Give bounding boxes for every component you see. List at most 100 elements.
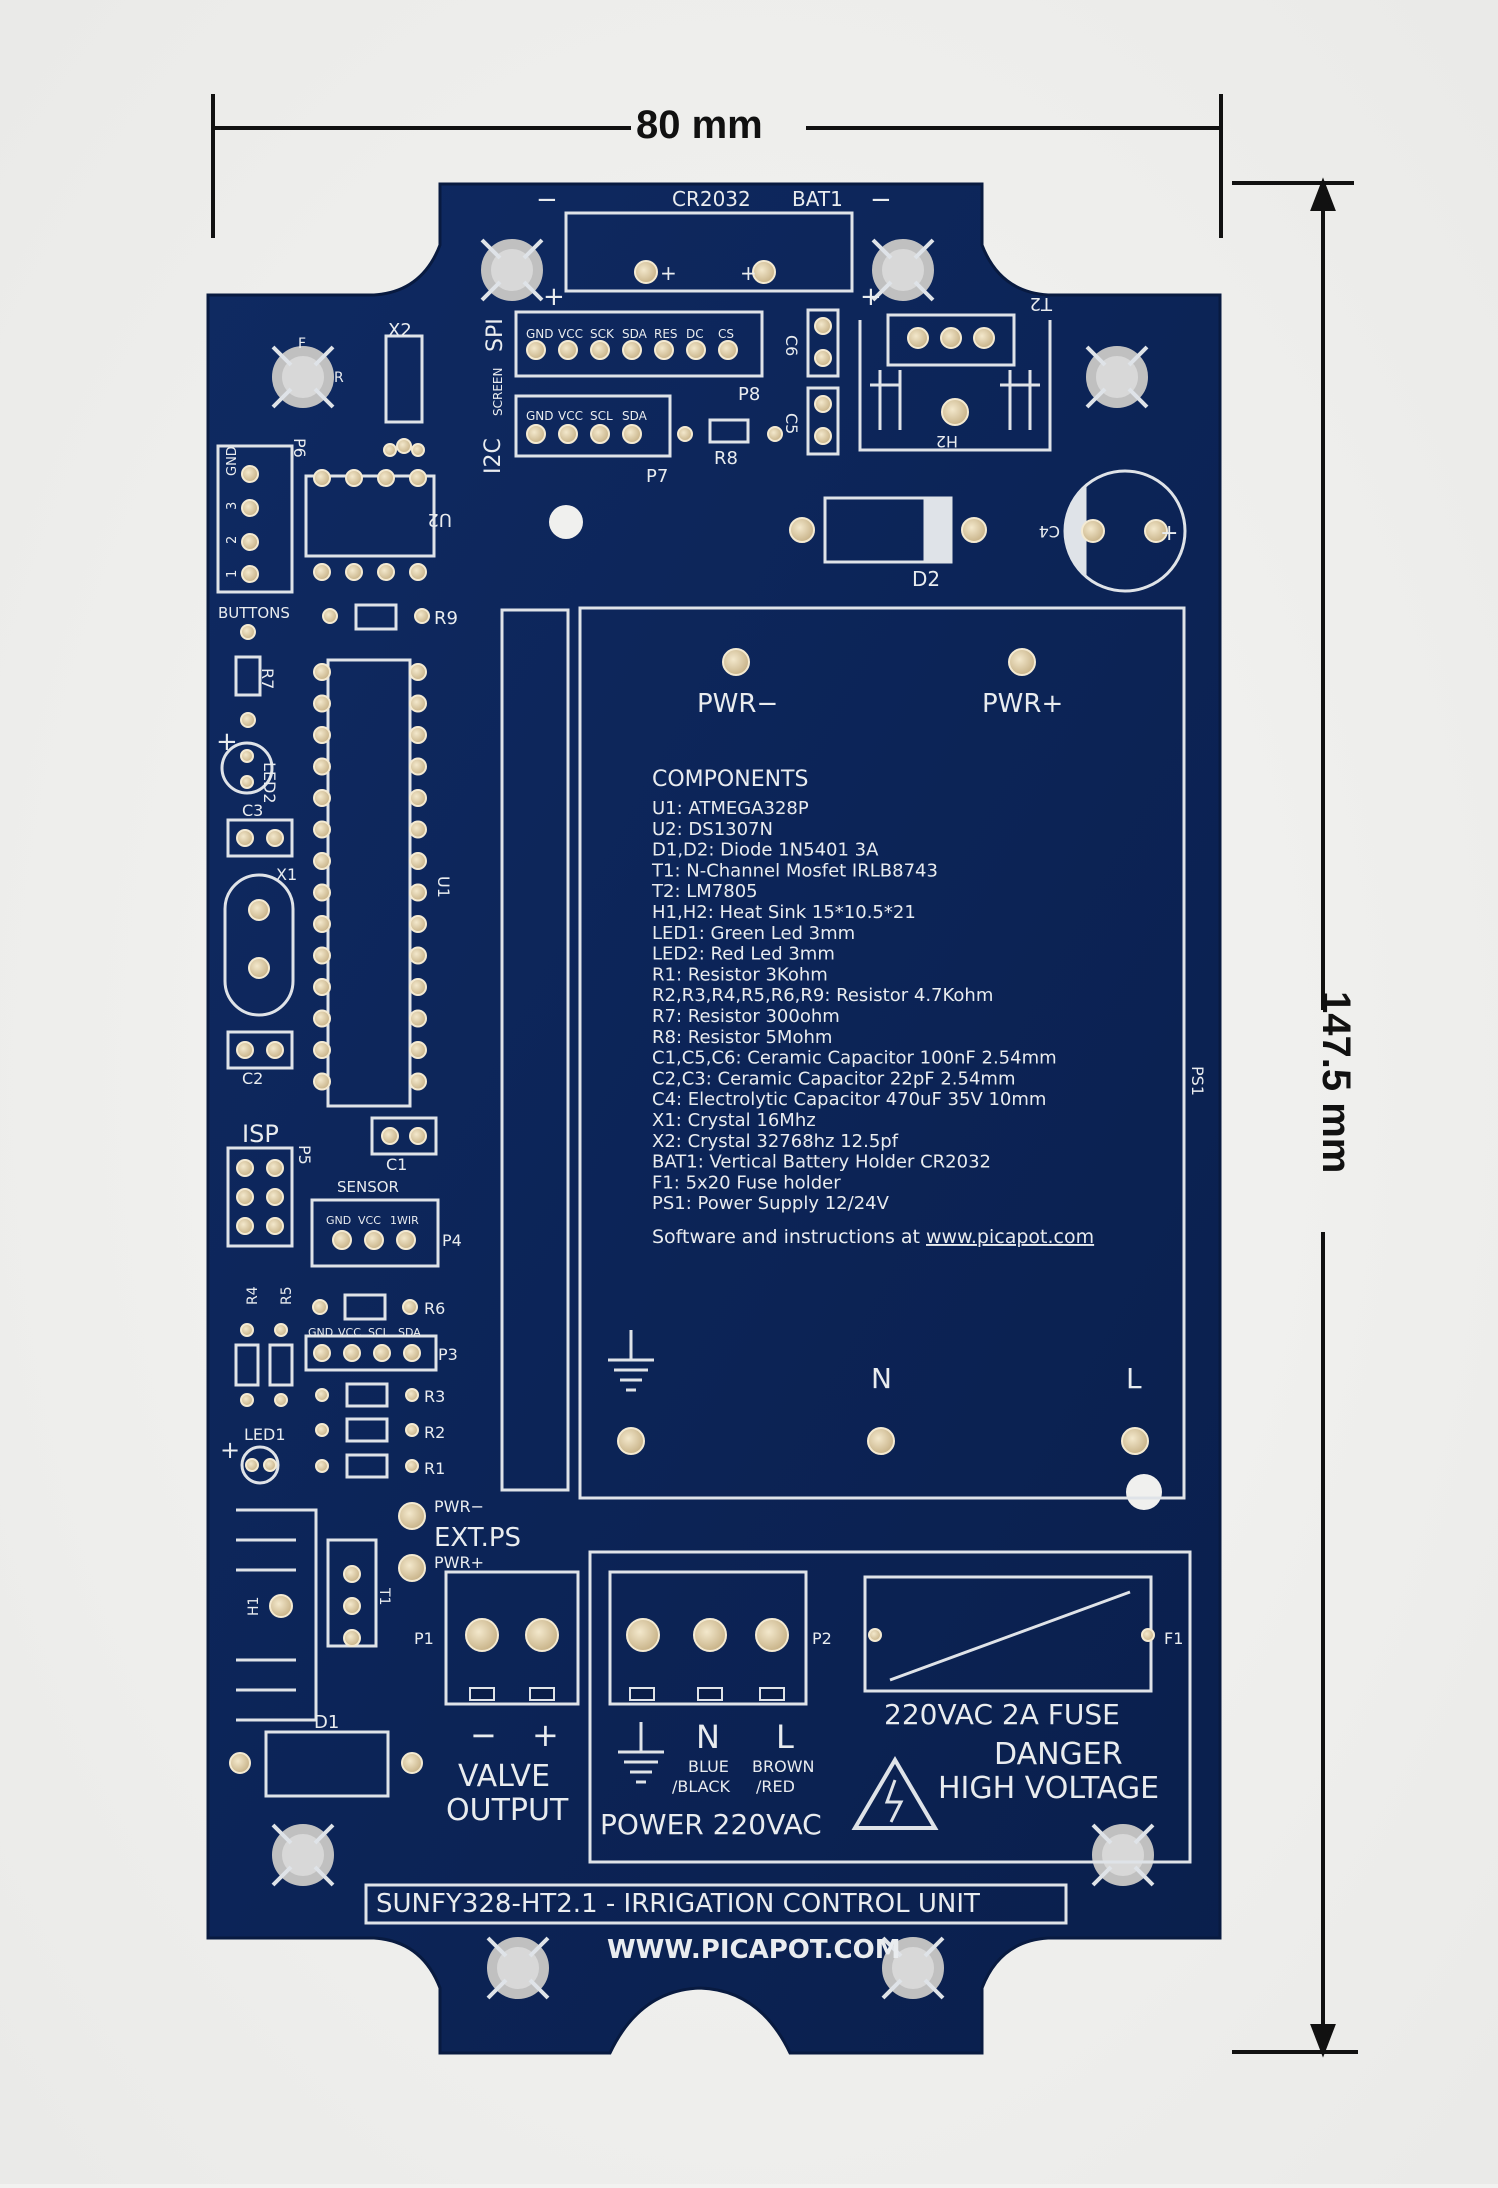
r1-label: R1	[424, 1459, 445, 1478]
u2-outline	[304, 474, 436, 558]
buttons-pin-label: 2	[225, 536, 240, 544]
pad	[266, 829, 284, 847]
spi-pin-label: VCC	[558, 327, 583, 341]
pad	[241, 565, 259, 583]
pad	[409, 1127, 427, 1145]
fuse-label: 220VAC 2A FUSE	[884, 1698, 1120, 1731]
software-line: Software and instructions at www.picapot…	[652, 1226, 1094, 1248]
c1-outline	[370, 1116, 438, 1156]
r6-label: R6	[424, 1299, 445, 1318]
spi-pin-label: GND	[526, 327, 554, 341]
pad	[269, 1594, 293, 1618]
pad	[373, 1344, 391, 1362]
r9-outline	[354, 603, 398, 631]
components-line: PS1: Power Supply 12/24V	[652, 1193, 890, 1214]
c4-plus: +	[1160, 521, 1178, 546]
pad	[266, 1041, 284, 1059]
silkscreen-labels: CR2032 BAT1 − − + + + + T2 H2 C6 C5 R8 P…	[216, 185, 1207, 1965]
r6-outline	[343, 1293, 387, 1321]
pad	[245, 1458, 259, 1472]
u1-pad	[409, 1009, 427, 1028]
pad	[313, 469, 331, 487]
pad	[266, 1217, 284, 1235]
pad	[343, 1597, 361, 1615]
led2-label: LED2	[260, 762, 279, 804]
x2-outline	[384, 334, 424, 424]
sensor-pin-label: GND	[326, 1214, 351, 1227]
p4-label: P4	[442, 1231, 462, 1250]
c5-outline	[806, 386, 840, 456]
components-line: C2,C3: Ceramic Capacitor 22pF 2.54mm	[652, 1068, 1015, 1089]
p8-label: P8	[738, 384, 760, 405]
p3-pin-label: SCL	[368, 1326, 390, 1339]
led1-plus: +	[220, 1436, 240, 1464]
pad	[274, 1323, 288, 1337]
components-line: C4: Electrolytic Capacitor 470uF 35V 10m…	[652, 1089, 1046, 1110]
valve-label-1: VALVE	[458, 1759, 550, 1794]
black-label: /BLACK	[672, 1777, 730, 1796]
u1-pad	[313, 663, 331, 681]
pad	[590, 340, 610, 360]
valve-plus: +	[532, 1716, 559, 1754]
pad	[240, 624, 256, 640]
components-title: COMPONENTS	[652, 767, 808, 792]
pad	[405, 1388, 419, 1402]
brown-label: BROWN	[752, 1757, 814, 1776]
isp-outline	[226, 1146, 294, 1248]
pad	[940, 327, 962, 349]
u1-pad	[409, 789, 427, 807]
bat-minus-label: −	[536, 185, 558, 215]
i2c-header-outline	[514, 394, 672, 458]
website-label: WWW.PICAPOT.COM	[607, 1935, 901, 1965]
pad	[240, 1393, 254, 1407]
t2-outline	[886, 313, 1016, 367]
u1-pad	[313, 1072, 331, 1091]
p3-label: P3	[438, 1345, 458, 1364]
screen-label: SCREEN	[491, 368, 505, 416]
pad	[677, 426, 693, 442]
i2c-pin-label: SCL	[590, 409, 613, 423]
components-line: T1: N-Channel Mosfet IRLB8743	[651, 860, 938, 881]
ps1-strip	[500, 608, 570, 1492]
pad	[263, 1458, 277, 1472]
software-url: www.picapot.com	[926, 1226, 1094, 1248]
p5-label: P5	[295, 1145, 314, 1165]
r9-label: R9	[434, 608, 458, 629]
pad	[405, 1423, 419, 1437]
r7-outline	[234, 655, 262, 697]
u1-pad	[409, 694, 427, 713]
components-line: R1: Resistor 3Kohm	[652, 964, 828, 985]
u1-pad	[313, 694, 331, 713]
f1-label: F1	[1164, 1629, 1183, 1648]
p1-outline	[444, 1570, 580, 1706]
high-voltage-frame	[588, 1550, 1192, 1864]
sensor-header-outline	[310, 1198, 440, 1268]
pad	[266, 1159, 284, 1177]
pad	[402, 1299, 418, 1315]
u1-pad	[409, 726, 427, 744]
buttons-pin-label: 3	[225, 502, 240, 510]
pad	[941, 398, 969, 426]
dimension-lines	[211, 94, 1358, 2058]
pad	[405, 1459, 419, 1473]
components-line: LED1: Green Led 3mm	[652, 923, 855, 944]
pad	[381, 1127, 399, 1145]
cr2032-label: CR2032	[672, 187, 751, 211]
r4-outline	[234, 1343, 260, 1387]
pad	[313, 1344, 331, 1362]
p2-outline	[608, 1570, 808, 1706]
pad	[364, 1230, 384, 1250]
pad	[814, 349, 832, 367]
pad	[814, 317, 832, 335]
u1-pad	[313, 726, 331, 744]
pad	[693, 1618, 727, 1652]
n-label: N	[871, 1362, 892, 1395]
pcb-board	[206, 182, 1222, 2055]
p3-pin-label: VCC	[338, 1326, 361, 1339]
components-line: R2,R3,R4,R5,R6,R9: Resistor 4.7Kohm	[652, 985, 993, 1006]
pwr-plus-label: PWR+	[982, 689, 1063, 719]
spi-pin-label: SCK	[590, 327, 615, 341]
d1-label: D1	[314, 1712, 339, 1733]
u1-pad	[313, 852, 331, 870]
